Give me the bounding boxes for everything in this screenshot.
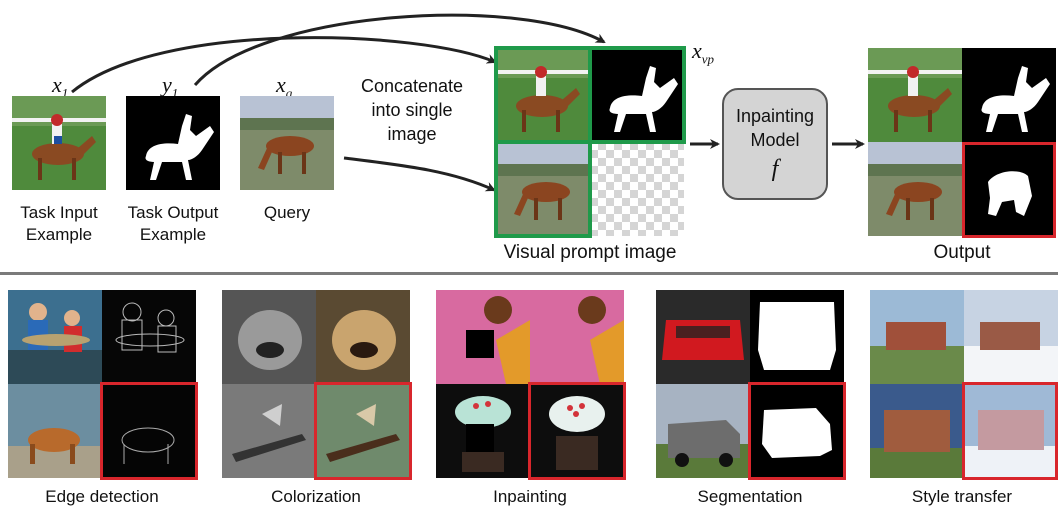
style-input-quadrant	[870, 290, 964, 384]
xq-label: xq	[276, 72, 293, 101]
section-divider	[0, 272, 1058, 275]
seg-input-quadrant	[656, 290, 750, 384]
edge-prediction-quadrant	[102, 384, 196, 478]
prompt-left-frame	[494, 46, 592, 238]
edge-output-quadrant	[102, 290, 196, 384]
prompt-input-quadrant	[496, 48, 590, 142]
prompt-empty-quadrant	[590, 142, 684, 236]
arrow-query-to-prompt	[343, 156, 496, 192]
curve-arrow-y1	[193, 13, 606, 86]
inpaint-input-quadrant	[436, 290, 530, 384]
query-image	[240, 96, 334, 190]
edge-prediction-frame	[100, 382, 198, 480]
curve-arrow-x1	[71, 36, 497, 94]
output-input-quadrant	[868, 48, 962, 142]
color-output-quadrant	[316, 290, 410, 384]
output-query-quadrant	[868, 142, 962, 236]
style-transfer-caption: Style transfer	[911, 487, 1013, 506]
inpainting-prediction-frame	[528, 382, 626, 480]
style-transfer-prediction-frame	[962, 382, 1058, 480]
color-input-quadrant	[222, 290, 316, 384]
color-prediction-quadrant	[316, 384, 410, 478]
inpainting-example	[436, 290, 624, 478]
style-query-quadrant	[870, 384, 964, 478]
segmentation-caption: Segmentation	[697, 487, 803, 506]
edge-query-quadrant	[8, 384, 102, 478]
seg-output-quadrant	[750, 290, 844, 384]
inpaint-output-quadrant	[530, 290, 624, 384]
output-predicted-quadrant	[962, 142, 1056, 236]
task-input-image	[12, 96, 106, 190]
prompt-output-quadrant	[590, 48, 684, 142]
visual-prompt-grid	[496, 48, 684, 236]
output-caption: Output	[933, 242, 991, 263]
model-f-symbol: f	[771, 156, 779, 182]
inpaint-query-quadrant	[436, 384, 530, 478]
edge-input-quadrant	[8, 290, 102, 384]
x1-label: x1	[52, 72, 69, 101]
style-prediction-quadrant	[964, 384, 1058, 478]
seg-prediction-quadrant	[750, 384, 844, 478]
colorization-example	[222, 290, 410, 478]
segmentation-example	[656, 290, 844, 478]
color-query-quadrant	[222, 384, 316, 478]
xvp-label: xvp	[692, 38, 715, 67]
flow-arrows	[71, 13, 865, 192]
inpainting-caption: Inpainting	[493, 487, 567, 506]
output-prediction-frame	[962, 142, 1056, 238]
task-output-image	[126, 96, 220, 190]
seg-query-quadrant	[656, 384, 750, 478]
edge-detection-example	[8, 290, 196, 478]
output-grid	[868, 48, 1056, 236]
y1-label: y1	[162, 72, 179, 101]
colorization-caption: Colorization	[271, 487, 361, 506]
style-transfer-example	[870, 290, 1058, 478]
style-output-quadrant	[964, 290, 1058, 384]
colorization-prediction-frame	[314, 382, 412, 480]
output-mask-quadrant	[962, 48, 1056, 142]
query-caption: Query	[263, 203, 311, 222]
inpaint-prediction-quadrant	[530, 384, 624, 478]
prompt-query-quadrant	[496, 142, 590, 236]
visual-prompt-caption: Visual prompt image	[503, 242, 677, 263]
segmentation-prediction-frame	[748, 382, 846, 480]
edge-detection-caption: Edge detection	[45, 487, 159, 506]
